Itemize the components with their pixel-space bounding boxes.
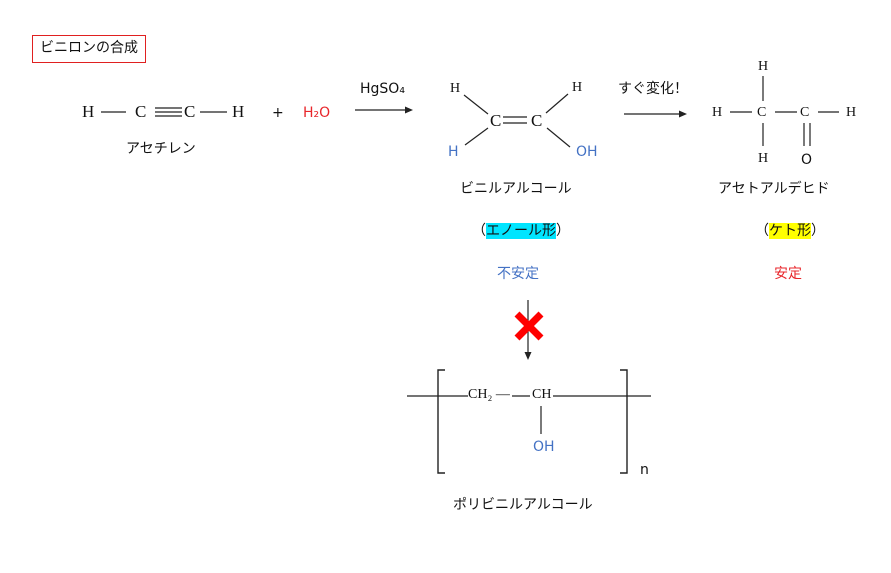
carbonyl-double-bond <box>803 123 811 146</box>
enol-form-label: （エノール形） <box>472 223 570 239</box>
vinyl-c-left: C <box>490 111 502 130</box>
vinyl-oh: OH <box>576 144 598 160</box>
acetylene-h-right: H <box>232 102 245 121</box>
double-bond <box>503 116 527 124</box>
vinyl-alcohol-name: ビニルアルコール <box>460 181 572 197</box>
acetylene-name: アセチレン <box>126 141 196 157</box>
bond-vinyl-h-bottom <box>464 127 489 146</box>
polymer-name: ポリビニルアルコール <box>453 497 593 513</box>
vinyl-h-top-left: H <box>450 81 461 96</box>
acetaldehyde-o: O <box>801 152 813 168</box>
acetylene-h-left: H <box>82 102 95 121</box>
reaction-arrow <box>355 106 413 114</box>
acetylene-c1: C <box>135 102 147 121</box>
red-cross-icon <box>514 311 544 341</box>
change-arrow <box>624 110 687 118</box>
right-bracket <box>620 369 628 474</box>
catalyst-label: HgSO₄ <box>360 81 405 97</box>
acetaldehyde-h-bottom: H <box>758 151 769 166</box>
polymer-ch2: CH₂ — <box>468 386 512 404</box>
keto-form-highlight: ケト形 <box>769 223 811 239</box>
bond-vinyl-h-top-left <box>463 94 489 115</box>
acetaldehyde-c1: C <box>757 105 767 120</box>
acetaldehyde-c2: C <box>800 105 810 120</box>
change-label: すぐ変化！ <box>618 81 688 97</box>
polymer-n: n <box>640 462 649 478</box>
stable-label: 安定 <box>774 266 802 282</box>
vinyl-c-right: C <box>531 111 543 130</box>
water-formula: H₂O <box>303 105 331 121</box>
bond-vinyl-h-top-right <box>545 93 569 114</box>
triple-bond <box>155 107 182 117</box>
vinyl-h-bottom: H <box>448 144 459 160</box>
keto-form-label: （ケト形） <box>755 223 825 239</box>
unstable-label: 不安定 <box>497 266 539 282</box>
bond-vinyl-oh <box>546 127 571 148</box>
polymer-ch: CH <box>530 386 554 404</box>
title-box: ビニロンの合成 <box>32 35 146 63</box>
acetaldehyde-h-top: H <box>758 59 769 74</box>
vinyl-h-top-right: H <box>572 80 583 95</box>
left-bracket <box>437 369 445 474</box>
acetaldehyde-h-right: H <box>846 105 857 120</box>
acetylene-c2: C <box>184 102 196 121</box>
enol-form-highlight: エノール形 <box>486 223 556 239</box>
plus-sign: + <box>272 105 284 121</box>
polymer-oh: OH <box>533 439 555 455</box>
acetaldehyde-h-left: H <box>712 105 723 120</box>
page-title: ビニロンの合成 <box>40 40 138 56</box>
acetaldehyde-name: アセトアルデヒド <box>718 181 830 197</box>
